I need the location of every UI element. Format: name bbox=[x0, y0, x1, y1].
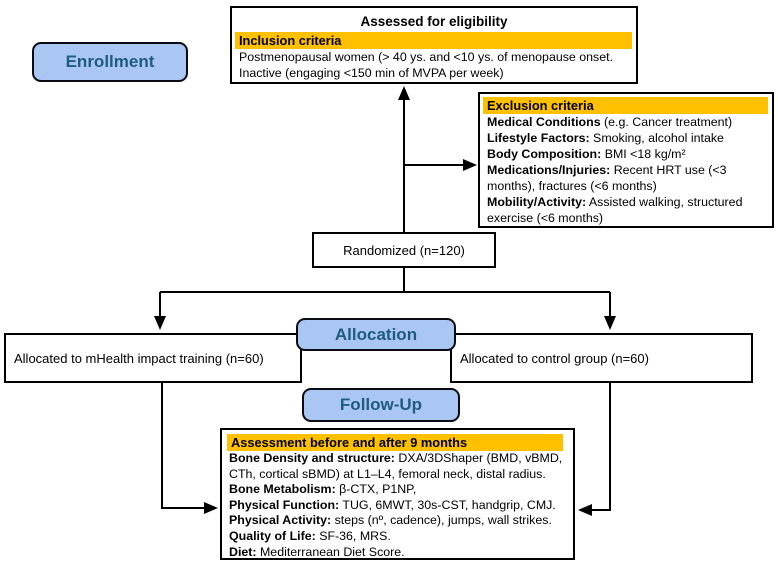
allocated-control-box: Allocated to control group (n=60) bbox=[450, 333, 753, 383]
randomized-box: Randomized (n=120) bbox=[312, 232, 496, 268]
eligibility-box: Assessed for eligibility Inclusion crite… bbox=[230, 6, 638, 84]
criteria-item: Medical Conditions (e.g. Cancer treatmen… bbox=[487, 115, 733, 129]
inclusion-line-2: Inactive (engaging <150 min of MVPA per … bbox=[239, 66, 504, 80]
stage-label-allocation: Allocation bbox=[296, 318, 456, 351]
assessment-box: Assessment before and after 9 months Bon… bbox=[220, 428, 575, 560]
criteria-item: Bone Density and structure: DXA/3DShaper… bbox=[229, 451, 563, 481]
allocation-label: Allocation bbox=[334, 324, 418, 344]
stage-label-followup: Follow-Up bbox=[302, 388, 460, 422]
stage-label-enrollment: Enrollment bbox=[32, 42, 188, 82]
arrow-right-arm-to-assessment bbox=[578, 383, 611, 516]
criteria-item: Mobility/Activity: Assisted walking, str… bbox=[487, 195, 743, 225]
randomized-label: Randomized (n=120) bbox=[343, 242, 465, 258]
arrow-left-arm-to-assessment bbox=[161, 383, 218, 514]
assessment-list: Bone Density and structure: DXA/3DShaper… bbox=[222, 451, 573, 560]
criteria-item: Quality of Life: SF-36, MRS. bbox=[229, 528, 391, 543]
criteria-item: Physical Function: TUG, 6MWT, 30s-CST, h… bbox=[229, 497, 556, 512]
exclusion-criteria-highlight: Exclusion criteria bbox=[483, 97, 768, 114]
allocated-intervention-box: Allocated to mHealth impact training (n=… bbox=[4, 333, 302, 383]
criteria-item: Lifestyle Factors: Smoking, alcohol inta… bbox=[487, 131, 724, 145]
followup-label: Follow-Up bbox=[339, 395, 423, 414]
exclusion-box: Exclusion criteria Medical Conditions (e… bbox=[478, 92, 774, 228]
exclusion-criteria-list: Medical Conditions (e.g. Cancer treatmen… bbox=[480, 114, 772, 226]
inclusion-criteria-highlight: Inclusion criteria bbox=[235, 32, 632, 49]
criteria-item: Physical Activity: steps (nº, cadence), … bbox=[229, 513, 552, 528]
allocated-control-label: Allocated to control group (n=60) bbox=[460, 350, 649, 366]
eligibility-title: Assessed for eligibility bbox=[360, 14, 508, 29]
criteria-item: Bone Metabolism: β-CTX, P1NP, bbox=[229, 482, 417, 497]
criteria-item: Medications/Injuries: Recent HRT use (<3… bbox=[487, 163, 727, 193]
criteria-item: Body Composition: BMI <18 kg/m² bbox=[487, 147, 686, 161]
inclusion-line-1: Postmenopausal women (> 40 ys. and <10 y… bbox=[239, 50, 614, 64]
criteria-item: Diet: Mediterranean Diet Score. bbox=[229, 544, 405, 559]
assessment-highlight: Assessment before and after 9 months bbox=[227, 434, 563, 451]
enrollment-label: Enrollment bbox=[65, 52, 155, 71]
allocated-intervention-label: Allocated to mHealth impact training (n=… bbox=[14, 350, 264, 366]
